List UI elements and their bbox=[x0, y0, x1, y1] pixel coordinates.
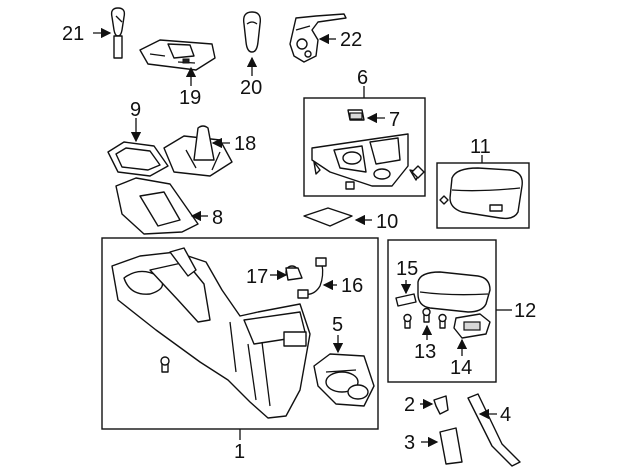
side-molding-4-part bbox=[467, 393, 521, 467]
callout-4: 4 bbox=[500, 404, 511, 426]
pad-part bbox=[303, 207, 353, 227]
callout-11: 11 bbox=[470, 136, 491, 158]
callout-5: 5 bbox=[332, 314, 343, 336]
armrest-lid-group-box bbox=[436, 162, 530, 229]
side-trim-3-part bbox=[439, 427, 463, 465]
callout-10: 10 bbox=[376, 211, 398, 233]
trim-panel-part bbox=[115, 177, 199, 235]
console-body-part bbox=[111, 247, 311, 419]
callout-16: 16 bbox=[341, 275, 363, 297]
shift-boot-part bbox=[163, 125, 233, 177]
connector-17-part bbox=[285, 265, 303, 281]
callout-2: 2 bbox=[404, 394, 415, 416]
callout-15: 15 bbox=[396, 258, 418, 280]
callout-7: 7 bbox=[389, 109, 400, 131]
hinge-15-part bbox=[395, 293, 417, 307]
callout-3: 3 bbox=[404, 432, 415, 454]
armrest-lid-part bbox=[439, 167, 523, 220]
callout-13: 13 bbox=[414, 341, 436, 363]
armrest-assembly-group-box bbox=[387, 239, 497, 383]
callout-17: 17 bbox=[246, 266, 268, 288]
callout-20: 20 bbox=[240, 77, 262, 99]
callout-9: 9 bbox=[130, 99, 141, 121]
clip-7-part bbox=[347, 109, 365, 121]
callout-21: 21 bbox=[62, 23, 84, 45]
latch-14-part bbox=[453, 313, 491, 339]
armrest-pad-part bbox=[417, 271, 491, 313]
cup-holder-insert-part bbox=[313, 353, 375, 407]
cable-bracket-part bbox=[289, 13, 347, 63]
bezel-frame-part bbox=[107, 141, 169, 177]
callout-8: 8 bbox=[212, 207, 223, 229]
callout-14: 14 bbox=[450, 357, 472, 379]
bracket-2-part bbox=[433, 395, 449, 415]
callout-12: 12 bbox=[514, 300, 536, 322]
knob-part bbox=[242, 11, 262, 53]
callout-6: 6 bbox=[357, 67, 368, 89]
shift-knob-part bbox=[110, 7, 126, 59]
callout-18: 18 bbox=[234, 133, 256, 155]
screws-13-part bbox=[403, 307, 447, 329]
callout-1: 1 bbox=[234, 441, 245, 463]
wire-harness-part bbox=[297, 257, 327, 299]
cup-holder-tray-part bbox=[311, 133, 425, 190]
callout-19: 19 bbox=[179, 87, 201, 109]
shift-plate-part bbox=[139, 39, 216, 71]
callout-22: 22 bbox=[340, 29, 362, 51]
